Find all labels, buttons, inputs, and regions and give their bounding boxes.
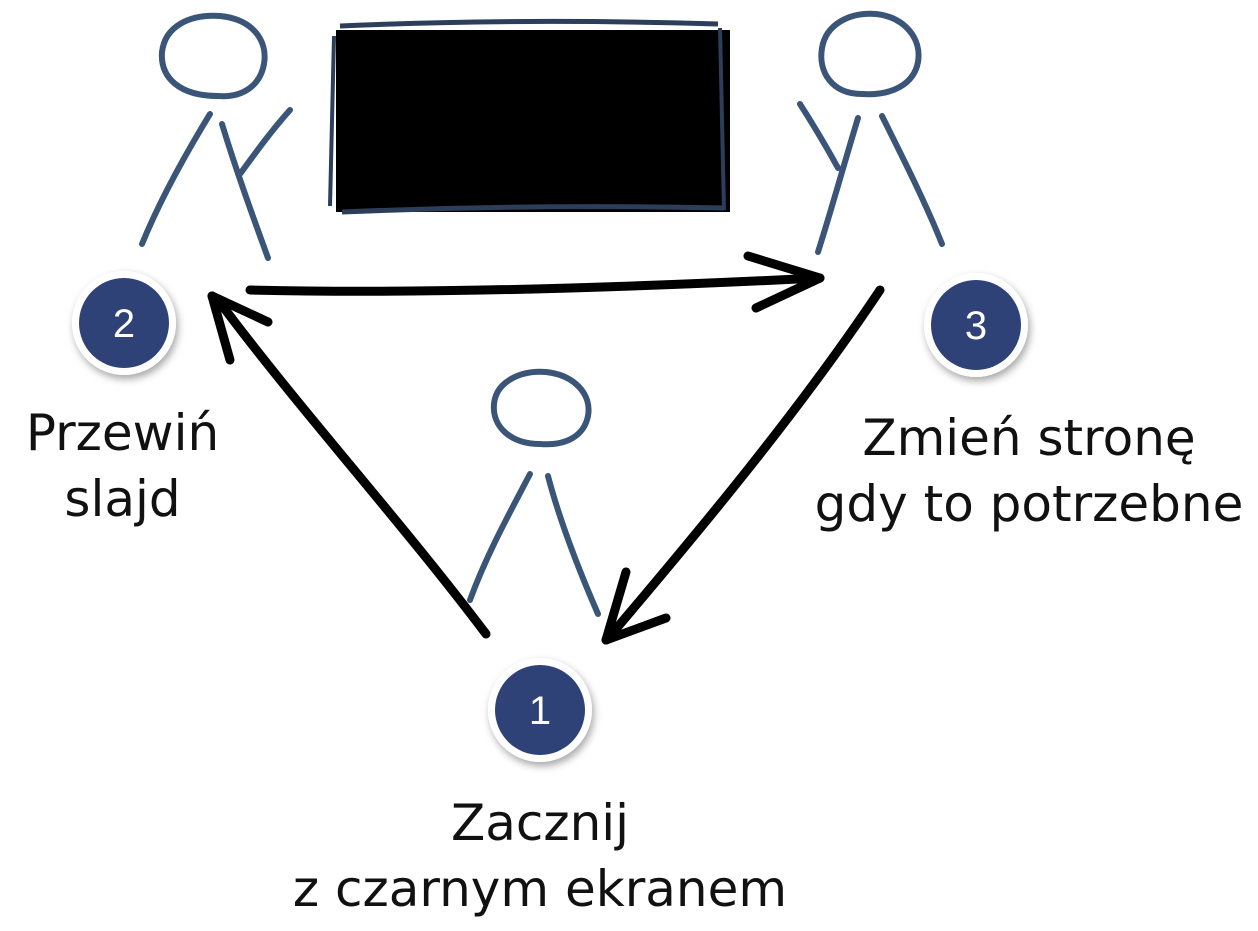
head	[158, 12, 268, 100]
step-number-1: 1	[529, 689, 551, 733]
step-number-3: 3	[965, 304, 987, 348]
step-1-caption-line2: z czarnym ekranem	[292, 860, 788, 918]
black-screen	[328, 18, 730, 215]
arrow-2-to-3	[245, 251, 825, 313]
arrow-3-to-1	[601, 285, 885, 645]
arrow-1-to-2	[207, 291, 491, 639]
person-figure-3	[797, 10, 945, 255]
step-1-caption: Zacznij z czarnym ekranem	[260, 790, 820, 922]
step-badge-1	[488, 658, 592, 762]
person-figure-1	[467, 368, 601, 617]
step-badge-3	[924, 273, 1028, 377]
step-2-caption-line2: slajd	[64, 470, 181, 528]
step-number-2: 2	[113, 302, 135, 346]
step-3-caption: Zmień stronę gdy to potrzebne	[800, 405, 1258, 537]
head	[818, 10, 922, 98]
step-2-caption: Przewiń slajd	[0, 400, 245, 532]
step-3-caption-line1: Zmień stronę	[862, 409, 1196, 467]
person-figure-2	[139, 12, 293, 261]
step-badge-2	[72, 271, 176, 375]
step-1-caption-line1: Zacznij	[450, 794, 630, 852]
step-3-caption-line2: gdy to potrzebne	[814, 475, 1244, 533]
step-2-caption-line1: Przewiń	[25, 404, 220, 462]
head	[490, 368, 592, 448]
